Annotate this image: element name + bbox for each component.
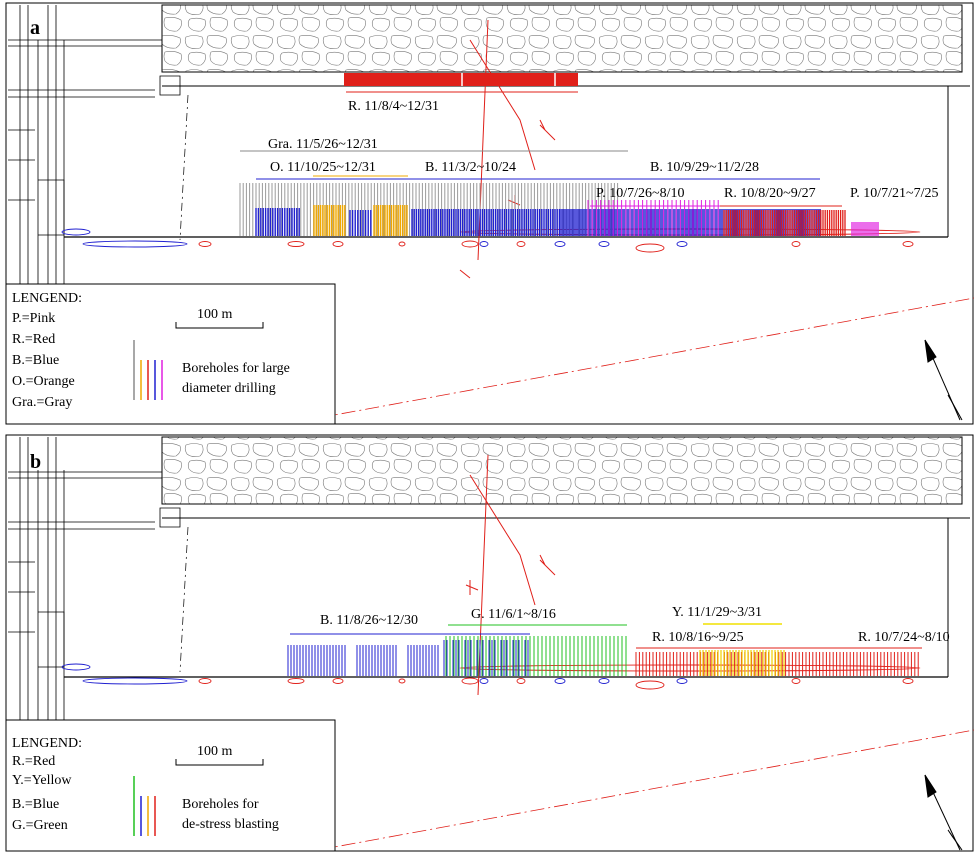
annotation-red-top: R. 11/8/4~12/31 — [348, 99, 439, 114]
legend-item: Gra.=Gray — [12, 395, 72, 410]
boundary-line — [179, 94, 189, 241]
annotation-red-2: R. 10/8/20~9/27 — [724, 186, 816, 201]
legend-b: LENGEND: R.=Red Y.=Yellow B.=Blue G.=Gre… — [5, 719, 336, 852]
panel-a: a — [5, 2, 974, 425]
legend-title: LENGEND: — [12, 736, 82, 751]
annotation-blue: B. 11/8/26~12/30 — [320, 613, 418, 628]
inclined-boundary — [317, 297, 974, 419]
red-mined-block — [344, 73, 578, 86]
annotation-red-1: R. 10/8/16~9/25 — [652, 630, 744, 645]
shaft-lines — [8, 437, 181, 850]
legend-item: Y.=Yellow — [12, 773, 72, 788]
legend-item: B.=Blue — [12, 353, 59, 368]
annotation-blue-2: B. 10/9/29~11/2/28 — [650, 160, 759, 175]
panel-a-frame — [5, 2, 974, 425]
annotation-yellow: Y. 11/1/29~3/31 — [672, 605, 762, 620]
span-arrows-b — [290, 623, 922, 649]
scale-label: 100 m — [197, 307, 233, 322]
span-arrows-a — [240, 91, 842, 207]
caved-rock-zone — [161, 4, 963, 73]
legend-item: B.=Blue — [12, 797, 59, 812]
north-arrow-icon — [924, 774, 963, 851]
annotation-blue-1: B. 11/3/2~10/24 — [425, 160, 516, 175]
legend-a: LENGEND: P.=Pink R.=Red B.=Blue O.=Orang… — [5, 283, 336, 425]
inclined-boundary — [317, 729, 974, 851]
panel-a-label: a — [30, 17, 40, 39]
boreholes-panel-b — [287, 636, 919, 676]
legend-item: R.=Red — [12, 754, 55, 769]
legend-item: G.=Green — [12, 818, 68, 833]
panel-b-label: b — [30, 451, 41, 473]
north-arrow-icon — [924, 339, 963, 421]
legend-desc-line1: Boreholes for large — [182, 361, 290, 376]
caved-rock-zone — [161, 436, 963, 505]
scale-label: 100 m — [197, 744, 233, 759]
annotation-pink-1: P. 10/7/26~8/10 — [596, 186, 684, 201]
legend-title: LENGEND: — [12, 291, 82, 306]
legend-item: P.=Pink — [12, 311, 55, 326]
boundary-line — [179, 526, 189, 673]
legend-item: O.=Orange — [12, 374, 75, 389]
scale-bar — [175, 759, 264, 766]
legend-desc-line2: diameter drilling — [182, 381, 276, 396]
annotation-gray: Gra. 11/5/26~12/31 — [268, 137, 378, 152]
annotation-pink-2: P. 10/7/21~7/25 — [850, 186, 938, 201]
annotation-red-2: R. 10/7/24~8/10 — [858, 630, 950, 645]
annotation-green: G. 11/6/1~8/16 — [471, 607, 556, 622]
boreholes-panel-a — [239, 183, 879, 236]
legend-desc-line2: de-stress blasting — [182, 817, 279, 832]
annotation-orange: O. 11/10/25~12/31 — [270, 160, 376, 175]
legend-swatches — [133, 776, 156, 836]
panel-b: b — [5, 434, 974, 852]
legend-desc-line1: Boreholes for — [182, 797, 259, 812]
legend-item: R.=Red — [12, 332, 55, 347]
legend-swatches — [133, 340, 163, 400]
scale-bar — [175, 322, 264, 329]
panel-b-frame — [5, 434, 974, 852]
